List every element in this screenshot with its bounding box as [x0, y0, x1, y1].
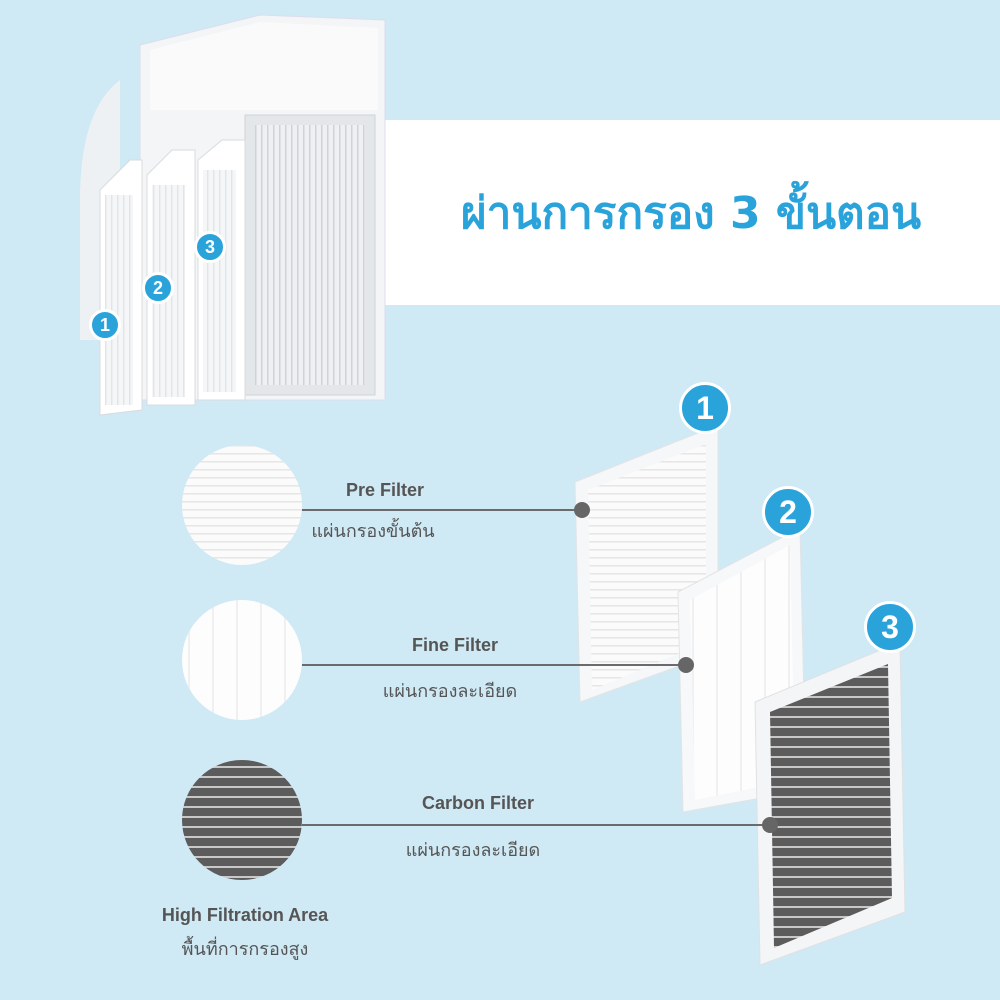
badge-3: 3 — [864, 601, 916, 653]
purifier-product-image — [80, 14, 386, 416]
pre-filter-thai-label: แผ่นกรองขั้นต้น — [311, 521, 435, 542]
carbon-filter-closeup — [182, 760, 302, 880]
pre-filter-label: Pre Filter — [345, 480, 425, 500]
pre-filter-closeup — [182, 445, 302, 565]
fine-filter-label: Fine Filter — [411, 635, 499, 655]
fine-filter-thai-label: แผ่นกรองละเอียด — [382, 681, 518, 702]
carbon-filter-connector — [302, 824, 770, 826]
fine-filter-dot — [678, 657, 694, 673]
carbon-filter-dot — [762, 817, 778, 833]
badge-2: 2 — [762, 486, 814, 538]
page-title: ผ่านการกรอง 3 ขั้นตอน — [460, 187, 922, 239]
carbon-filter-label: Carbon Filter — [421, 793, 535, 813]
product-badge-2: 2 — [142, 272, 174, 304]
carbon-filter-panel — [754, 641, 906, 966]
fine-filter-connector — [302, 664, 686, 666]
badge-1: 1 — [679, 382, 731, 434]
product-badge-3: 3 — [194, 231, 226, 263]
high-filtration-thai-label: พื้นที่การกรองสูง — [181, 939, 309, 960]
carbon-filter-thai-label: แผ่นกรองละเอียด — [405, 840, 541, 861]
fine-filter-closeup — [182, 600, 302, 720]
high-filtration-label: High Filtration Area — [161, 905, 329, 925]
pre-filter-connector — [302, 509, 582, 511]
pre-filter-dot — [574, 502, 590, 518]
title-banner — [362, 120, 1000, 305]
product-badge-1: 1 — [89, 309, 121, 341]
